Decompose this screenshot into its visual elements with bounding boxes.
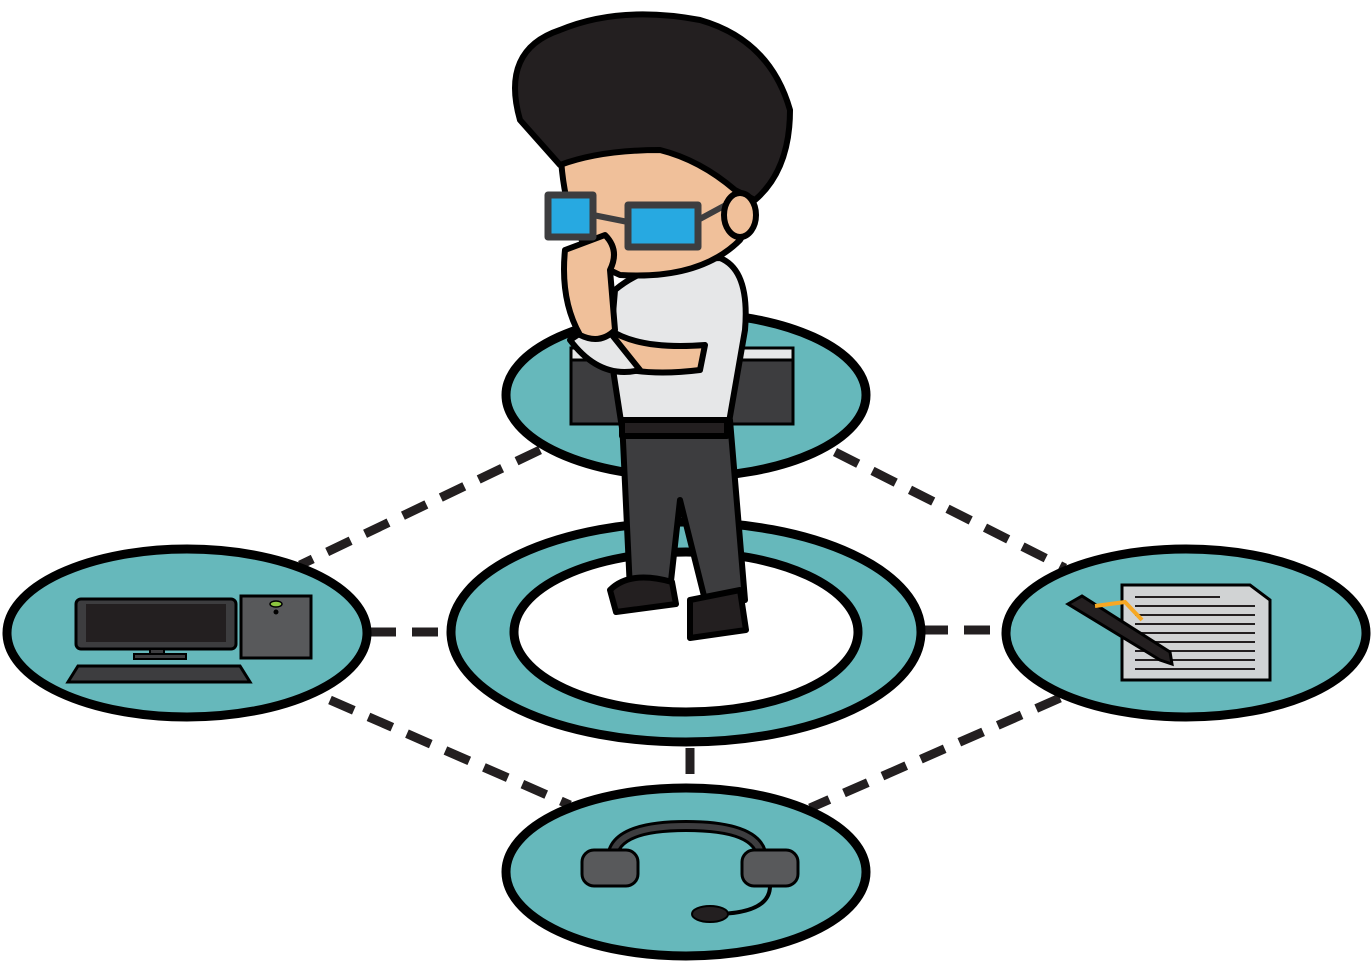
document-pen-icon bbox=[1065, 583, 1272, 682]
headset-icon bbox=[580, 819, 800, 923]
desktop-computer-icon bbox=[65, 594, 313, 684]
center-platform bbox=[446, 517, 926, 747]
thinking-man-figure bbox=[512, 11, 793, 641]
connector-lines bbox=[298, 445, 1068, 813]
node-bottom bbox=[501, 783, 871, 961]
node-right bbox=[1001, 544, 1371, 722]
node-left bbox=[2, 544, 372, 722]
